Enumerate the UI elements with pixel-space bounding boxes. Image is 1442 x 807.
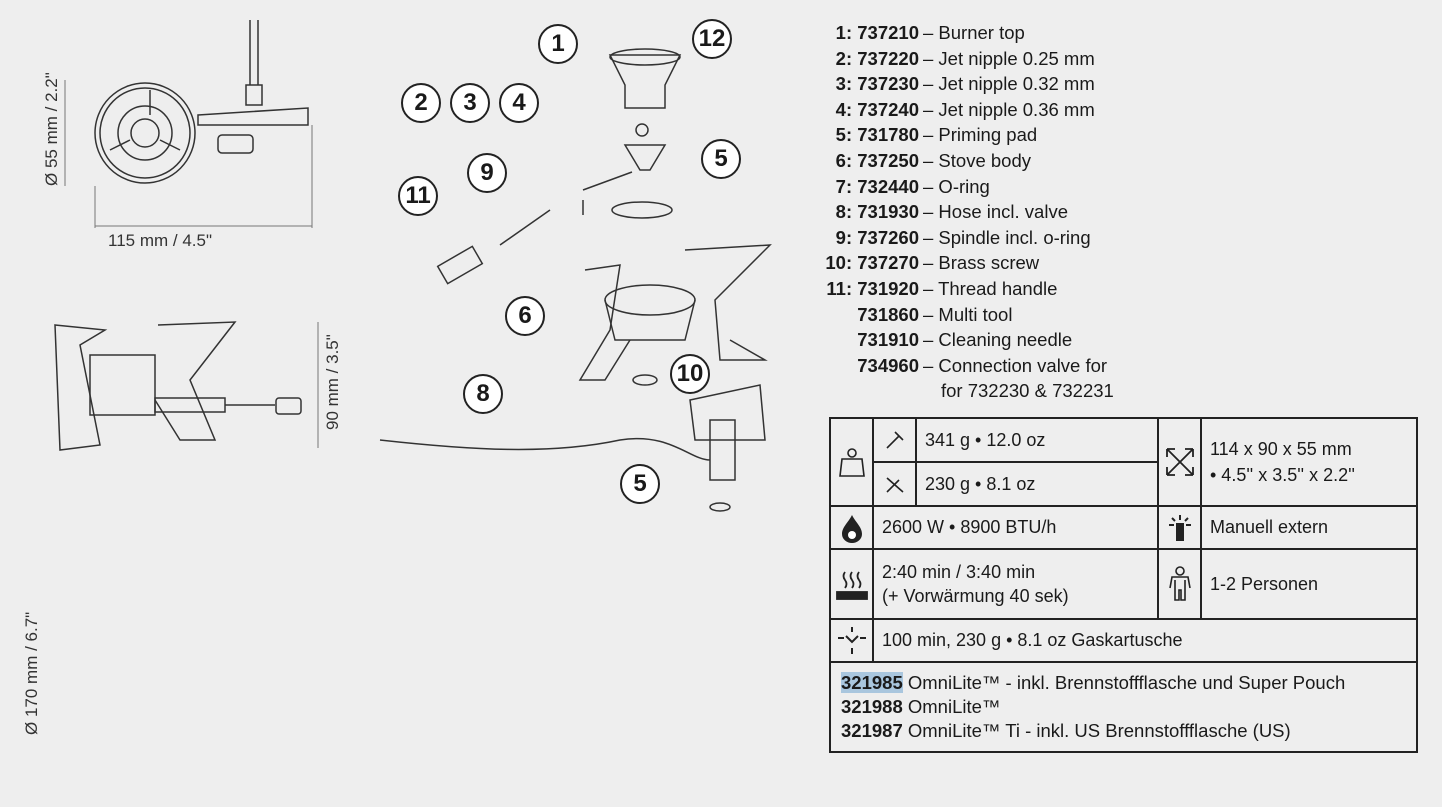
callout-2: 2 — [401, 83, 441, 123]
height-dimension: 90 mm / 3.5" — [323, 334, 342, 430]
part-number: 6: 737250 — [835, 149, 919, 171]
callout-11: 11 — [398, 176, 438, 216]
callout-4: 4 — [499, 83, 539, 123]
product-row: 321987 OmniLite™ Ti - inkl. US Brennstof… — [841, 719, 1406, 743]
part-number: 5: 731780 — [835, 124, 919, 146]
power: 2600 W • 8900 BTU/h — [872, 505, 1159, 550]
person-icon — [1157, 548, 1202, 620]
callout-5: 5 — [701, 139, 741, 179]
part-desc: – Jet nipple 0.25 mm — [923, 47, 1095, 69]
part-number: 7: 732440 — [835, 175, 919, 197]
product-row: 321988 OmniLite™ — [841, 695, 1406, 719]
part-number: 1: 737210 — [835, 22, 919, 43]
full-weight-icon — [872, 417, 917, 463]
width-dimension: 115 mm / 4.5" — [108, 231, 212, 250]
boil-time-icon — [829, 548, 874, 620]
weight-min: 230 g • 8.1 oz — [915, 461, 1159, 507]
part-desc: – Spindle incl. o-ring — [923, 226, 1091, 248]
part-number: 10: 737270 — [825, 252, 919, 274]
diameter-top-dimension: Ø 55 mm / 2.2" — [42, 72, 61, 186]
product-list: 321985 OmniLite™ - inkl. Brennstoffflasc… — [829, 661, 1418, 753]
part-desc: – Burner top — [923, 22, 1025, 43]
product-name: OmniLite™ - inkl. Brennstoffflasche und … — [907, 672, 1346, 693]
burn-time: 100 min, 230 g • 8.1 oz Gaskartusche — [872, 618, 1418, 663]
dimensions-icon — [1157, 417, 1202, 507]
callout-3: 3 — [450, 83, 490, 123]
weight-full: 341 g • 12.0 oz — [915, 417, 1159, 463]
size-mm: 114 x 90 x 55 mm — [1210, 439, 1352, 459]
size-in: • 4.5'' x 3.5'' x 2.2'' — [1210, 465, 1355, 485]
parts-list: 1: 737210– Burner top 2: 737220– Jet nip… — [800, 20, 1114, 404]
part-row: 11: 731920– Thread handle — [800, 276, 1114, 302]
part-desc: – Connection valve for — [923, 354, 1108, 376]
ignition: Manuell extern — [1200, 505, 1418, 550]
part-row: 9: 737260– Spindle incl. o-ring — [800, 225, 1114, 251]
stove-top-view-drawing — [54, 20, 319, 451]
part-row: 6: 737250– Stove body — [800, 148, 1114, 174]
part-desc: – Thread handle — [923, 277, 1058, 299]
part-row: 2: 737220– Jet nipple 0.25 mm — [800, 46, 1114, 72]
part-number: 8: 731930 — [835, 201, 919, 223]
part-desc: – Priming pad — [923, 124, 1038, 146]
weight-icon — [829, 417, 874, 507]
product-code: 321988 — [841, 696, 903, 717]
persons: 1-2 Personen — [1200, 548, 1418, 620]
part-desc: – Hose incl. valve — [923, 201, 1068, 223]
preheat: (+ Vorwärmung 40 sek) — [882, 586, 1069, 606]
callout-12: 12 — [692, 19, 732, 59]
part-number: 734960 — [857, 354, 919, 376]
callout-10: 10 — [670, 354, 710, 394]
spec-table: 341 g • 12.0 oz 114 x 90 x 55 mm • 4.5'' … — [829, 417, 1418, 753]
part-row: 5: 731780– Priming pad — [800, 122, 1114, 148]
part-desc: – Jet nipple 0.36 mm — [923, 98, 1095, 120]
part-number: 2: 737220 — [835, 47, 919, 69]
dimensions-cell: 114 x 90 x 55 mm • 4.5'' x 3.5'' x 2.2'' — [1200, 417, 1418, 507]
callout-5b: 5 — [620, 464, 660, 504]
part-number — [800, 378, 923, 404]
part-row: for 732230 & 732231 — [800, 378, 1114, 404]
callout-9: 9 — [467, 153, 507, 193]
part-row: 3: 737230– Jet nipple 0.32 mm — [800, 71, 1114, 97]
part-row: 734960– Connection valve for — [800, 353, 1114, 379]
boil-time: 2:40 min / 3:40 min — [882, 562, 1036, 582]
product-name: OmniLite™ Ti - inkl. US Brennstoffflasch… — [907, 720, 1291, 741]
part-row: 1: 737210– Burner top — [800, 20, 1114, 46]
part-row: 731860– Multi tool — [800, 302, 1114, 328]
product-name: OmniLite™ — [907, 696, 1001, 717]
part-number: 4: 737240 — [835, 98, 919, 120]
part-row: 10: 737270– Brass screw — [800, 250, 1114, 276]
ignition-icon — [1157, 505, 1202, 550]
part-desc: – Stove body — [923, 149, 1031, 171]
burn-time-icon — [829, 618, 874, 663]
part-desc: – Multi tool — [923, 303, 1013, 325]
part-row: 7: 732440– O-ring — [800, 174, 1114, 200]
flame-icon — [829, 505, 874, 550]
part-number: 11: 731920 — [826, 277, 919, 299]
part-number: 731910 — [857, 329, 919, 351]
part-number: 3: 737230 — [835, 73, 919, 95]
diameter-legs-dimension: Ø 170 mm / 6.7" — [22, 611, 41, 735]
callout-6: 6 — [505, 296, 545, 336]
part-row: 8: 731930– Hose incl. valve — [800, 199, 1114, 225]
part-desc: – Jet nipple 0.32 mm — [923, 73, 1095, 95]
part-desc: – Cleaning needle — [923, 329, 1073, 351]
exploded-view-drawing — [379, 48, 772, 512]
part-row: 4: 737240– Jet nipple 0.36 mm — [800, 97, 1114, 123]
part-row: 731910– Cleaning needle — [800, 327, 1114, 353]
product-code: 321987 — [841, 720, 903, 741]
min-weight-icon — [872, 461, 917, 507]
callout-8: 8 — [463, 374, 503, 414]
product-row: 321985 OmniLite™ - inkl. Brennstoffflasc… — [841, 671, 1406, 695]
callout-1: 1 — [538, 24, 578, 64]
boil-time-cell: 2:40 min / 3:40 min (+ Vorwärmung 40 sek) — [872, 548, 1159, 620]
part-number: 9: 737260 — [835, 226, 919, 248]
product-code: 321985 — [841, 672, 903, 693]
part-desc: for 732230 & 732231 — [941, 380, 1114, 402]
part-desc: – O-ring — [923, 175, 990, 197]
part-number: 731860 — [857, 303, 919, 325]
part-desc: – Brass screw — [923, 252, 1040, 274]
